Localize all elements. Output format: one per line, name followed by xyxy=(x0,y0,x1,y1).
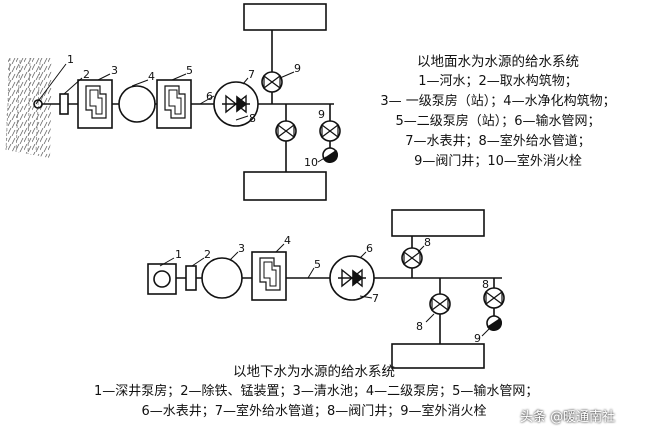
top-callout-9b: 9 xyxy=(318,108,325,121)
bottom-callout-1: 1 xyxy=(175,248,182,261)
valve-well xyxy=(275,120,297,142)
top-callout-3: 3 xyxy=(111,64,118,77)
fire-hydrant xyxy=(486,315,503,331)
bottom-callout-3: 3 xyxy=(238,242,245,255)
bottom-callout-6: 6 xyxy=(366,242,373,255)
bottom-callout-7: 7 xyxy=(372,292,379,305)
bottom-callout-8b: 8 xyxy=(416,320,423,333)
clear-water-tank xyxy=(201,257,243,299)
valve-well xyxy=(401,247,423,269)
valve-well xyxy=(429,293,451,315)
top-legend: 以地面水为水源的给水系统 1—河水；2—取水构筑物； 3— 一级泵房（站）；4—… xyxy=(348,52,648,172)
bottom-building-lower xyxy=(391,343,485,369)
top-callout-5: 5 xyxy=(186,64,193,77)
bottom-legend: 以地下水为水源的给水系统 1—深井泵房；2—除铁、锰装置；3—清水池；4—二级泵… xyxy=(94,362,539,422)
top-diagram-title: 以地面水为水源的给水系统 xyxy=(417,54,579,70)
bottom-system xyxy=(147,209,505,369)
top-legend-line: 5—二级泵房（站）；6—输水管网； xyxy=(395,114,601,129)
water-purification xyxy=(118,85,156,123)
top-callout-6: 6 xyxy=(206,90,213,103)
watermark: 头条 @暖通南社 xyxy=(520,410,616,425)
top-building-upper xyxy=(243,3,327,31)
bottom-callout-9: 9 xyxy=(474,332,481,345)
top-callout-10: 10 xyxy=(304,156,318,169)
secondary-pump-station xyxy=(156,79,192,129)
intake-head xyxy=(33,99,43,109)
bottom-callout-8a: 8 xyxy=(424,236,431,249)
bottom-callout-4: 4 xyxy=(284,234,291,247)
top-callout-8: 8 xyxy=(249,112,256,125)
top-legend-line: 9—阀门井；10—室外消火栓 xyxy=(414,154,582,169)
top-callout-9: 9 xyxy=(294,62,301,75)
top-callout-1: 1 xyxy=(67,53,74,66)
secondary-pump-house xyxy=(251,251,287,301)
top-legend-line: 1—河水；2—取水构筑物； xyxy=(418,74,578,89)
top-system xyxy=(5,3,341,201)
deep-well-pump-house xyxy=(147,263,177,295)
top-callout-2: 2 xyxy=(83,68,90,81)
bottom-diagram-title: 以地下水为水源的给水系统 xyxy=(233,364,395,380)
top-building-lower xyxy=(243,171,327,201)
top-legend-line: 3— 一级泵房（站）；4—水净化构筑物； xyxy=(380,94,616,109)
fire-hydrant xyxy=(322,147,339,163)
bottom-callout-2: 2 xyxy=(204,248,211,261)
top-callout-7: 7 xyxy=(248,68,255,81)
bottom-callout-8c: 8 xyxy=(482,278,489,291)
top-callout-4: 4 xyxy=(148,70,155,83)
meter-well xyxy=(329,255,375,301)
bottom-legend-line: 6—水表井；7—室外给水管道；8—阀门井；9—室外消火栓 xyxy=(141,404,487,419)
valve-well xyxy=(319,120,341,142)
valve-well xyxy=(261,71,283,93)
valve-well xyxy=(483,287,505,309)
bottom-callout-5: 5 xyxy=(314,258,321,271)
meter-well xyxy=(213,81,259,127)
iron-manganese-removal xyxy=(185,265,197,291)
intake-structure xyxy=(59,93,69,115)
bottom-legend-line: 1—深井泵房；2—除铁、锰装置；3—清水池；4—二级泵房；5—输水管网； xyxy=(94,384,539,399)
primary-pump-station xyxy=(77,79,113,129)
top-legend-line: 7—水表井；8—室外给水管道； xyxy=(405,134,591,149)
bottom-building-upper xyxy=(391,209,485,237)
